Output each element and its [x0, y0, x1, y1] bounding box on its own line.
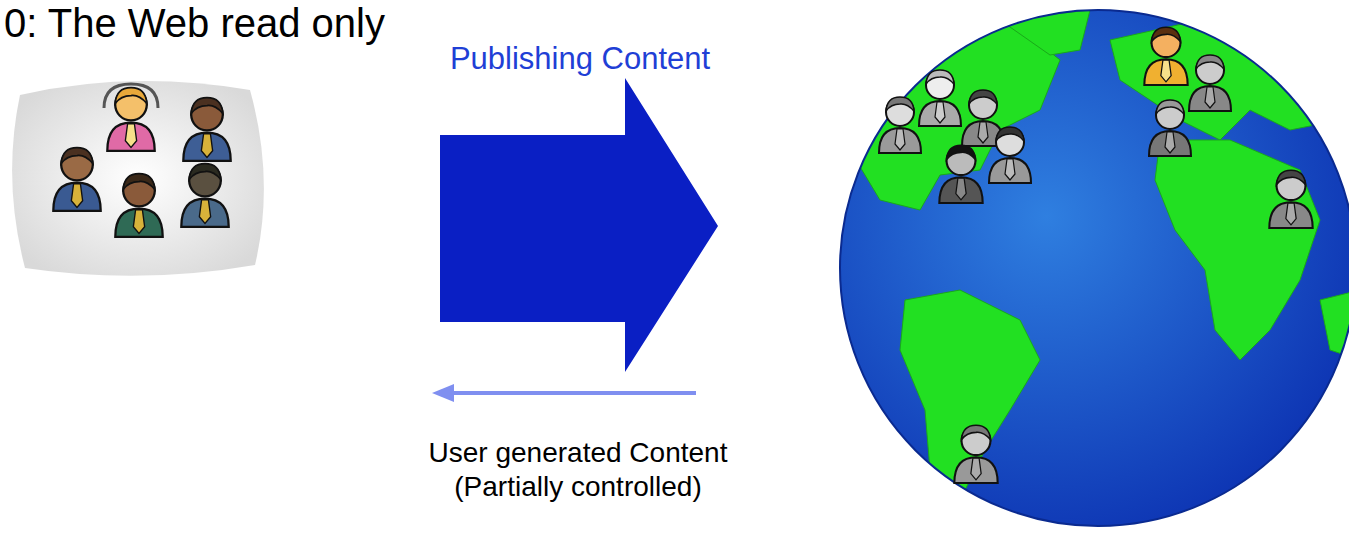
arrow-label: User generated Content (Partially contro…	[408, 436, 748, 503]
arrow-label: Publishing Content	[390, 40, 770, 77]
publish-arrow	[440, 78, 718, 372]
slide-title: 0: The Web read only	[4, 0, 385, 46]
group-cloud	[12, 81, 264, 276]
user-group	[12, 81, 264, 276]
return-arrow	[432, 384, 696, 402]
globe	[840, 10, 1349, 526]
